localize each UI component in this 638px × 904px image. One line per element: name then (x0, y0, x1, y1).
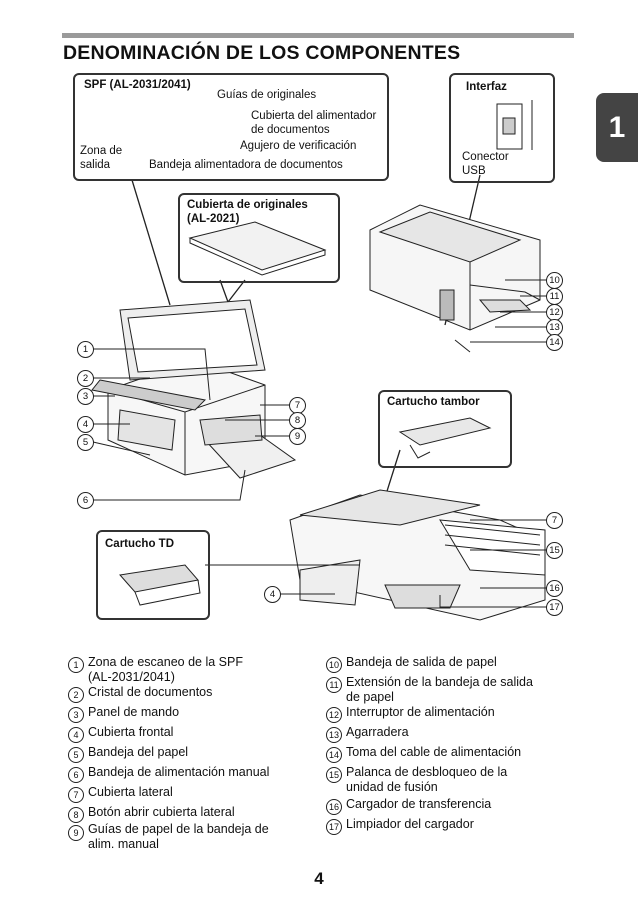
legend-text-15b: unidad de fusión (346, 780, 438, 794)
spf-label-feeder-cover-1: Cubierta del alimentador (251, 110, 377, 122)
callout-17: 17 (546, 599, 563, 616)
callout-3: 3 (77, 388, 94, 405)
callout-10: 10 (546, 272, 563, 289)
callout-15: 15 (546, 542, 563, 559)
callout-1: 1 (77, 341, 94, 358)
callout-7: 7 (289, 397, 306, 414)
legend-text-5: Bandeja del papel (88, 745, 189, 759)
legend-text-4: Cubierta frontal (88, 725, 174, 739)
legend-num-7: 7 (68, 787, 84, 803)
spf-label-guides: Guías de originales (217, 89, 317, 101)
spf-label-exit-1: Zona de (80, 145, 123, 157)
callout-7b: 7 (546, 512, 563, 529)
legend-num-2: 2 (68, 687, 84, 703)
legend-num-17: 17 (326, 819, 342, 835)
legend-text-12: Interruptor de alimentación (346, 705, 495, 719)
legend-num-15: 15 (326, 767, 342, 783)
callout-16: 16 (546, 580, 563, 597)
legend-text-9a: Guías de papel de la bandeja de (88, 822, 269, 836)
spf-label-feed-tray: Bandeja alimentadora de documentos (149, 159, 343, 171)
legend-num-8: 8 (68, 807, 84, 823)
legend-text-13: Agarradera (346, 725, 409, 739)
callout-5: 5 (77, 434, 94, 451)
callout-4b: 4 (264, 586, 281, 603)
header-rule (62, 33, 574, 38)
usb-label-1: Conector (462, 151, 509, 163)
legend-text-7: Cubierta lateral (88, 785, 173, 799)
spf-label-feeder-cover-2: de documentos (251, 124, 330, 136)
legend-text-3: Panel de mando (88, 705, 180, 719)
spf-label-exit-2: salida (80, 159, 111, 171)
legend-text-2: Cristal de documentos (88, 685, 213, 699)
legend-text-8: Botón abrir cubierta lateral (88, 805, 235, 819)
spf-label-check-hole: Agujero de verificación (240, 140, 357, 152)
legend-num-13: 13 (326, 727, 342, 743)
legend-num-14: 14 (326, 747, 342, 763)
td-title: Cartucho TD (105, 538, 174, 550)
legend-num-3: 3 (68, 707, 84, 723)
legend-text-15a: Palanca de desbloqueo de la (346, 765, 508, 779)
original-cover-title-2: (AL-2021) (187, 213, 240, 225)
callout-14: 14 (546, 334, 563, 351)
legend-num-10: 10 (326, 657, 342, 673)
legend-text-16: Cargador de transferencia (346, 797, 492, 811)
legend-num-11: 11 (326, 677, 342, 693)
page-number: 4 (314, 869, 324, 888)
chapter-number: 1 (608, 111, 626, 144)
legend-num-9: 9 (68, 825, 84, 841)
drum-title: Cartucho tambor (387, 396, 480, 408)
legend-text-11a: Extensión de la bandeja de salida (346, 675, 533, 689)
callout-11: 11 (546, 288, 563, 305)
chapter-tab: 1 (596, 93, 638, 162)
callout-2: 2 (77, 370, 94, 387)
original-cover-box: Cubierta de originales (AL-2021) (178, 193, 340, 283)
legend-num-5: 5 (68, 747, 84, 763)
callout-8: 8 (289, 412, 306, 429)
legend-text-1b: (AL-2031/2041) (88, 670, 175, 684)
legend-text-1a: Zona de escaneo de la SPF (88, 655, 243, 669)
spf-title: SPF (AL-2031/2041) (84, 79, 191, 91)
usb-label-2: USB (462, 165, 486, 177)
interface-box: Interfaz Conector USB (449, 73, 555, 183)
legend-text-11b: de papel (346, 690, 394, 704)
td-box: Cartucho TD (96, 530, 210, 620)
legend-num-1: 1 (68, 657, 84, 673)
legend-text-9b: alim. manual (88, 837, 159, 851)
legend-text-17: Limpiador del cargador (346, 817, 474, 831)
legend-text-10: Bandeja de salida de papel (346, 655, 497, 669)
callout-4: 4 (77, 416, 94, 433)
drum-box: Cartucho tambor (378, 390, 512, 468)
page-title: DENOMINACIÓN DE LOS COMPONENTES (63, 42, 461, 64)
callout-6: 6 (77, 492, 94, 509)
legend-num-6: 6 (68, 767, 84, 783)
legend-text-6: Bandeja de alimentación manual (88, 765, 270, 779)
callout-9: 9 (289, 428, 306, 445)
interface-title: Interfaz (466, 81, 507, 93)
legend-num-12: 12 (326, 707, 342, 723)
spf-box: SPF (AL-2031/2041) (73, 73, 389, 181)
original-cover-title-1: Cubierta de originales (187, 199, 308, 211)
legend-text-14: Toma del cable de alimentación (346, 745, 522, 759)
legend-num-16: 16 (326, 799, 342, 815)
legend-num-4: 4 (68, 727, 84, 743)
